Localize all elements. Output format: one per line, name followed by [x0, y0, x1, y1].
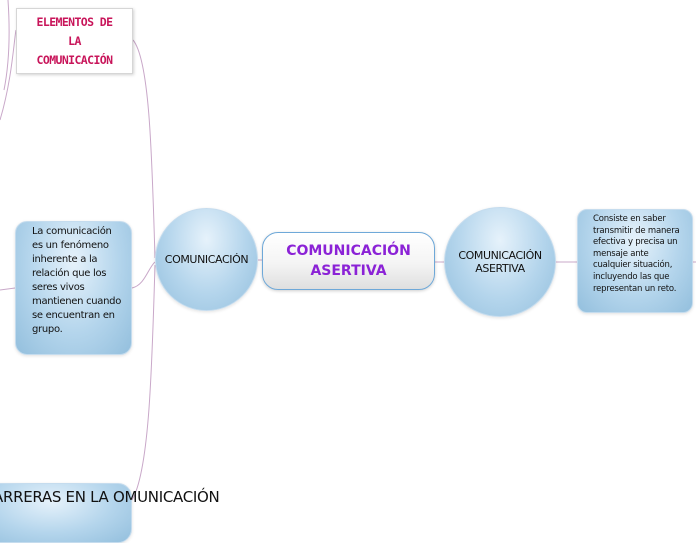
elementos-comunicacion-title[interactable]: ELEMENTOS DE LA COMUNICACIÓN: [16, 8, 133, 74]
comunicacion-asertiva-node[interactable]: COMUNICACIÓN ASERTIVA: [444, 207, 556, 317]
fenomeno-node[interactable]: La comunicación es un fenómeno inherente…: [15, 221, 132, 355]
definition-node[interactable]: Consiste en saber transmitir de manera e…: [577, 209, 693, 313]
connector-lines: [0, 0, 696, 501]
comunicacion-node[interactable]: COMUNICACIÓN: [155, 208, 258, 311]
central-topic-node[interactable]: COMUNICACIÓN ASERTIVA: [262, 232, 435, 290]
carreras-node[interactable]: ARRERAS EN LA OMUNICACIÓN: [0, 483, 220, 543]
